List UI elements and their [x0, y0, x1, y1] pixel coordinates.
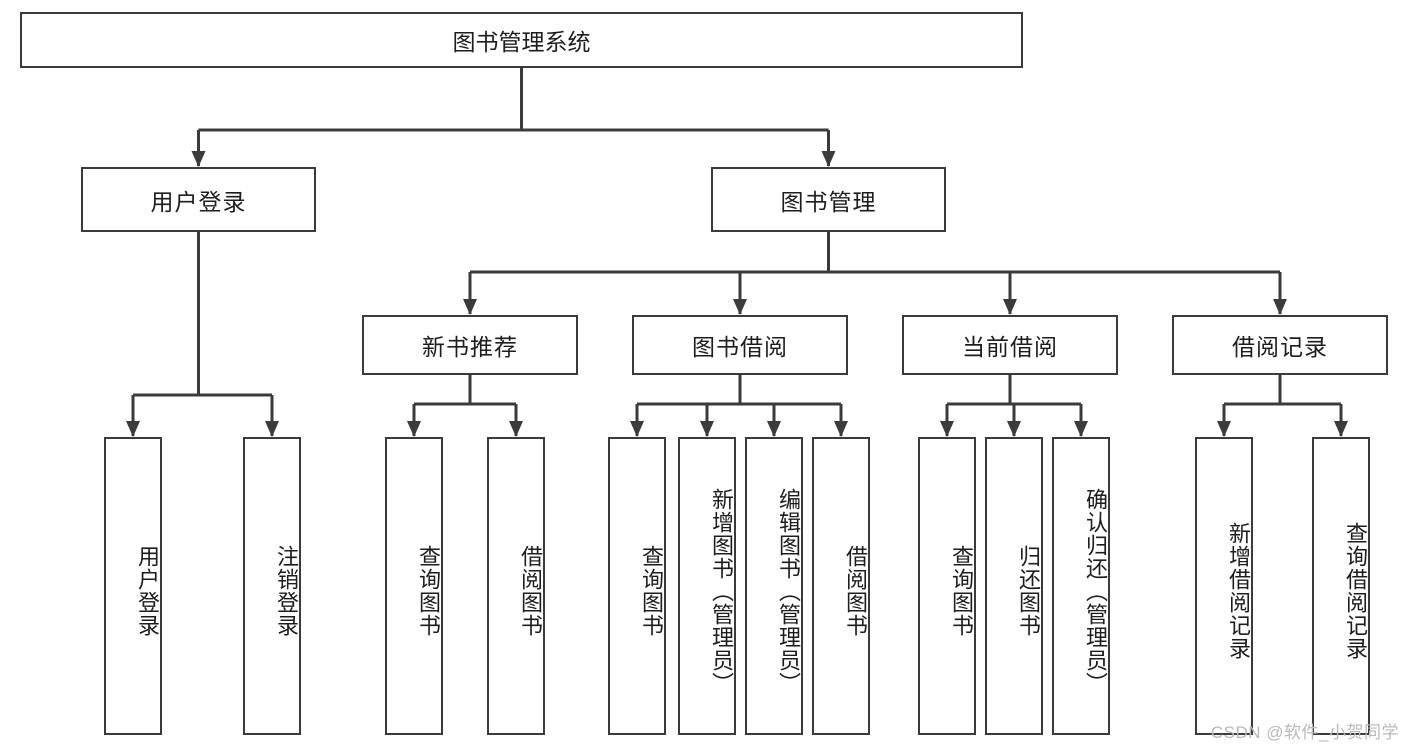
arrow-head-icon: [834, 421, 848, 437]
leaf-leaf-logout: 注销登录: [243, 437, 301, 735]
leaf-leaf-query-book-3: 查询图书: [918, 437, 976, 735]
arrow-head-icon: [700, 421, 714, 437]
node-label: 归还图书: [1016, 545, 1041, 637]
node-label: 图书管理系统: [452, 29, 591, 55]
node-label: 查询图书: [949, 545, 974, 637]
leaf-leaf-add-book: 新增图书（管理员）: [678, 437, 736, 735]
node-label: 用户登录: [150, 188, 247, 215]
node-label: 借阅图书: [843, 545, 868, 637]
arrow-head-icon: [767, 421, 781, 437]
arrow-head-icon: [821, 151, 836, 167]
leaf-leaf-confirm-return: 确认归还（管理员）: [1052, 437, 1110, 735]
node-label: 确认归还（管理员）: [1083, 487, 1108, 695]
node-label: 新增借阅记录: [1226, 522, 1251, 660]
arrow-head-icon: [1273, 299, 1287, 315]
node-label: 注销登录: [274, 545, 299, 637]
arrow-head-icon: [1007, 421, 1021, 437]
arrow-head-icon: [126, 421, 140, 437]
arrow-head-icon: [1334, 421, 1348, 437]
node-label: 查询借阅记录: [1343, 522, 1368, 660]
leaf-leaf-borrow-book-2: 借阅图书: [812, 437, 870, 735]
node-book-borrow: 图书借阅: [632, 315, 848, 375]
node-label: 新书推荐: [422, 334, 518, 360]
arrow-head-icon: [509, 421, 523, 437]
leaf-leaf-user-login: 用户登录: [104, 437, 162, 735]
node-label: 用户登录: [135, 545, 160, 637]
arrow-head-icon: [630, 421, 644, 437]
node-label: 查询图书: [416, 545, 441, 637]
arrow-head-icon: [1074, 421, 1088, 437]
arrow-head-icon: [407, 421, 421, 437]
node-label: 图书借阅: [692, 334, 788, 360]
arrow-head-icon: [191, 151, 206, 167]
leaf-leaf-edit-book: 编辑图书（管理员）: [745, 437, 803, 735]
arrow-head-icon: [463, 299, 477, 315]
watermark: CSDN @软件_小贺同学: [1210, 723, 1399, 742]
leaf-leaf-query-book-1: 查询图书: [385, 437, 443, 735]
node-current-borrow: 当前借阅: [902, 315, 1118, 375]
node-label: 借阅图书: [518, 545, 543, 637]
leaf-leaf-borrow-book-1: 借阅图书: [487, 437, 545, 735]
node-new-book-recommend: 新书推荐: [362, 315, 578, 375]
leaf-leaf-add-record: 新增借阅记录: [1195, 437, 1253, 735]
leaf-leaf-return-book: 归还图书: [985, 437, 1043, 735]
leaf-leaf-query-record: 查询借阅记录: [1312, 437, 1370, 735]
node-label: 编辑图书（管理员）: [776, 487, 801, 695]
arrow-head-icon: [733, 299, 747, 315]
arrow-head-icon: [940, 421, 954, 437]
node-label: 当前借阅: [962, 334, 1058, 360]
node-user-login: 用户登录: [81, 167, 316, 232]
arrow-head-icon: [1003, 299, 1017, 315]
node-root: 图书管理系统: [20, 12, 1023, 68]
node-label: 图书管理: [780, 188, 877, 215]
node-borrow-record: 借阅记录: [1172, 315, 1388, 375]
node-label: 查询图书: [639, 545, 664, 637]
node-label: 新增图书（管理员）: [709, 487, 734, 695]
leaf-leaf-query-book-2: 查询图书: [608, 437, 666, 735]
node-label: 借阅记录: [1232, 334, 1328, 360]
arrow-head-icon: [1217, 421, 1231, 437]
node-book-manage: 图书管理: [711, 167, 946, 232]
arrow-head-icon: [265, 421, 279, 437]
